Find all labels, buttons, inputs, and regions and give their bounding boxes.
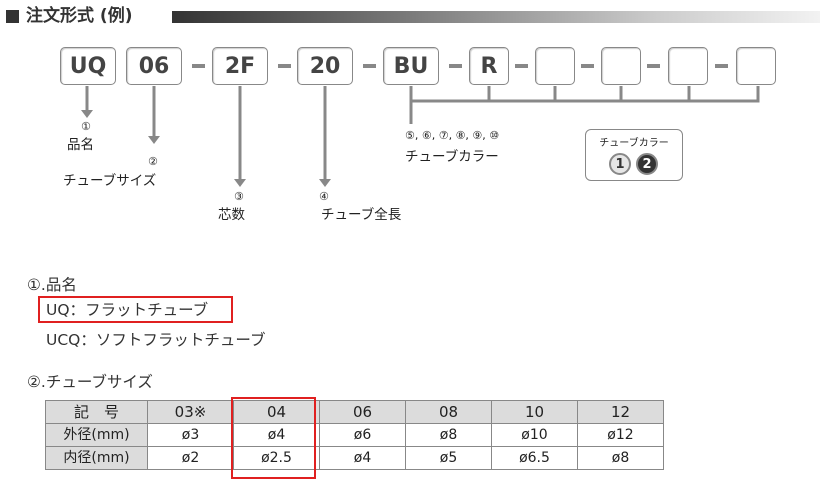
- uq-highlight-box: [38, 296, 233, 323]
- table-cell: ø8: [577, 446, 664, 470]
- code-box-color-6: R: [469, 47, 509, 85]
- code-box-color-10: [736, 47, 776, 85]
- table-header-cell: 記 号: [45, 400, 148, 424]
- color-2-circle: 2: [636, 153, 658, 175]
- table-cell: ø12: [577, 423, 664, 447]
- dash: [449, 64, 462, 68]
- table-header-cell: 03※: [147, 400, 234, 424]
- product-code: UQ: [46, 301, 70, 319]
- product-line-ucq: UCQ：ソフトフラットチューブ: [46, 330, 265, 350]
- table-cell: ø2: [147, 446, 234, 470]
- annotation-1-number: ①: [81, 120, 91, 133]
- product-code: UCQ: [46, 331, 81, 349]
- product-name: ソフトフラットチューブ: [95, 331, 266, 349]
- header-square: [6, 10, 19, 23]
- table-row-label: 内径(mm): [45, 446, 148, 470]
- product-sep: ：: [80, 331, 96, 349]
- table-cell: ø2.5: [233, 446, 320, 470]
- dash: [647, 64, 660, 68]
- table-cell: ø3: [147, 423, 234, 447]
- table-cell: ø4: [319, 446, 406, 470]
- dash: [363, 64, 376, 68]
- annotation-2-label: チューブサイズ: [63, 173, 157, 189]
- product-line-uq: UQ：フラットチューブ: [46, 300, 208, 320]
- table-header-row: 記 号 03※ 04 06 08 10 12: [45, 400, 664, 424]
- code-box-color-9: [668, 47, 708, 85]
- annotation-3-number: ③: [234, 190, 244, 203]
- table-cell: ø8: [405, 423, 492, 447]
- table-header-cell: 08: [405, 400, 492, 424]
- color-1-circle: 1: [609, 153, 631, 175]
- page-title: 注文形式 (例): [26, 6, 133, 26]
- annotation-4-number: ④: [319, 190, 329, 203]
- product-sep: ：: [69, 301, 86, 319]
- product-name: フラットチューブ: [85, 301, 209, 319]
- table-cell: ø5: [405, 446, 492, 470]
- header-gradient-bar: [172, 11, 820, 23]
- dash: [581, 64, 594, 68]
- annotation-4-label: チューブ全長: [321, 207, 402, 223]
- table-cell: ø6.5: [491, 446, 578, 470]
- code-box-color-7: [535, 47, 575, 85]
- code-box-cores: 2F: [212, 47, 268, 85]
- dash: [715, 64, 728, 68]
- annotation-3-label: 芯数: [218, 207, 245, 223]
- annotation-5-numbers: ⑤, ⑥, ⑦, ⑧, ⑨, ⑩: [405, 129, 500, 142]
- code-box-length: 20: [297, 47, 353, 85]
- table-row-label: 外径(mm): [45, 423, 148, 447]
- tube-color-badge-label: チューブカラー: [599, 138, 669, 149]
- dash: [278, 64, 291, 68]
- code-box-product: UQ: [60, 47, 116, 85]
- table-cell: ø6: [319, 423, 406, 447]
- table-row: 内径(mm) ø2 ø2.5 ø4 ø5 ø6.5 ø8: [45, 446, 664, 470]
- section-2-title: ②.チューブサイズ: [27, 373, 153, 391]
- table-header-cell: 06: [319, 400, 406, 424]
- size-04-highlight-box: [231, 397, 316, 479]
- section-1-title: ①.品名: [27, 276, 77, 294]
- table-cell: ø10: [491, 423, 578, 447]
- table-header-cell: 10: [491, 400, 578, 424]
- tube-size-table: 記 号 03※ 04 06 08 10 12 外径(mm) ø3 ø4 ø6 ø…: [45, 400, 664, 470]
- table-row: 外径(mm) ø3 ø4 ø6 ø8 ø10 ø12: [45, 423, 664, 447]
- annotation-1-label: 品名: [67, 137, 94, 153]
- code-box-size: 06: [126, 47, 182, 85]
- code-box-color-5: BU: [383, 47, 439, 85]
- annotation-5-label: チューブカラー: [405, 149, 499, 165]
- dash: [192, 64, 205, 68]
- dash: [515, 64, 528, 68]
- table-header-cell: 12: [577, 400, 664, 424]
- table-header-cell: 04: [233, 400, 320, 424]
- code-box-color-8: [601, 47, 641, 85]
- tube-color-badge: チューブカラー 1 2: [585, 129, 683, 181]
- annotation-2-number: ②: [148, 155, 158, 168]
